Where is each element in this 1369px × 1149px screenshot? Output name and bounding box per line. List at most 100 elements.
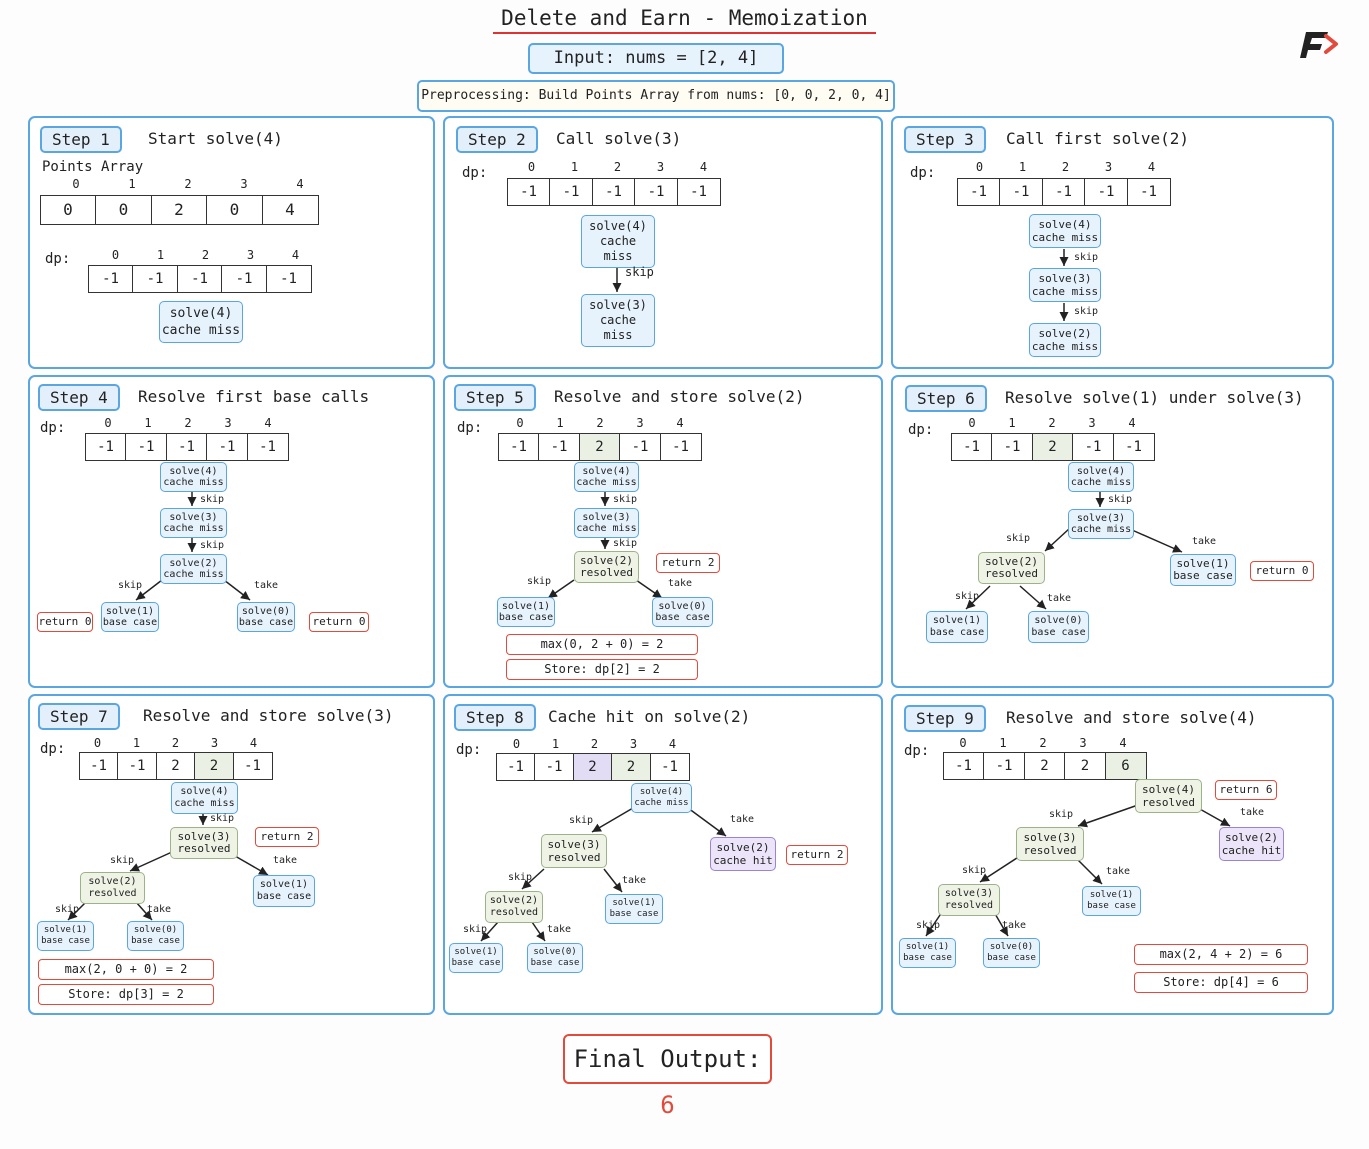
edge-label: skip — [110, 855, 135, 866]
tree-node: solve(3)cache miss — [1029, 268, 1101, 302]
edge-label: skip — [613, 538, 638, 549]
final-output-label: Final Output: — [573, 1045, 762, 1073]
tree-node: solve(3)cache miss — [581, 294, 655, 347]
return-badge: return 2 — [656, 553, 720, 573]
final-output-value: 6 — [660, 1091, 675, 1119]
edge-label: take — [1192, 536, 1217, 547]
step-heading: Resolve and store solve(4) — [1006, 708, 1257, 727]
tree-node: solve(3)resolved — [170, 827, 238, 859]
edge-label: skip — [1049, 809, 1074, 820]
tree-node: solve(4)cache miss — [631, 783, 692, 813]
step-tag: Step 2 — [456, 126, 538, 153]
edge-label: skip — [210, 813, 235, 824]
return-badge: return 0 — [1250, 561, 1314, 581]
dp-label: dp: — [904, 743, 930, 759]
tree-node: solve(2)resolved — [978, 552, 1045, 584]
calc-box: Store: dp[4] = 6 — [1134, 972, 1308, 993]
calc-box: Store: dp[2] = 2 — [506, 659, 698, 680]
calc-box: max(0, 2 + 0) = 2 — [506, 634, 698, 655]
tree-node: solve(0)base case — [983, 938, 1040, 968]
edge-label: take — [1047, 593, 1072, 604]
step-heading: Resolve first base calls — [138, 387, 370, 406]
dp-label: dp: — [45, 251, 71, 267]
calc-box: max(2, 4 + 2) = 6 — [1134, 944, 1308, 965]
step-heading: Resolve and store solve(2) — [554, 387, 805, 406]
tree-node: solve(1)base case — [1170, 554, 1236, 586]
tree-node: solve(1)base case — [37, 921, 94, 951]
brand-logo-icon — [1300, 32, 1338, 58]
tree-node: solve(0)base case — [127, 921, 184, 951]
edge-label: skip — [463, 924, 488, 935]
tree-node: solve(3)resolved — [938, 884, 1000, 916]
edge-label: skip — [55, 904, 80, 915]
calc-box: max(2, 0 + 0) = 2 — [38, 959, 214, 980]
tree-node: solve(4)cache miss — [160, 462, 227, 492]
points-array-label: Points Array — [42, 159, 144, 175]
tree-node: solve(2)cache hit — [710, 837, 776, 871]
edge-label: take — [547, 924, 572, 935]
dp-label: dp: — [456, 742, 482, 758]
edge-label: take — [273, 855, 298, 866]
edge-label: skip — [1074, 306, 1099, 317]
edge-label: take — [1240, 807, 1265, 818]
return-badge: return 2 — [255, 827, 319, 847]
dp-label: dp: — [457, 420, 483, 436]
edge-label: take — [730, 814, 755, 825]
preprocessing-label: Preprocessing: Build Points Array from n… — [417, 80, 895, 112]
tree-node: solve(2)resolved — [80, 872, 145, 904]
tree-node: solve(4)cache miss — [159, 301, 243, 343]
edge-label: skip — [118, 580, 143, 591]
step-2-panel — [443, 116, 883, 369]
tree-node: solve(2)resolved — [574, 551, 639, 583]
edge-label: skip — [508, 872, 533, 883]
return-badge: return 0 — [37, 612, 93, 632]
tree-node: solve(3)resolved — [541, 834, 607, 868]
return-badge: return 0 — [309, 612, 369, 632]
edge-label: take — [254, 580, 279, 591]
tree-node: solve(1)base case — [926, 611, 988, 643]
edge-label: take — [1106, 866, 1131, 877]
tree-node: solve(1)base case — [449, 943, 503, 973]
tree-node: solve(0)base case — [1028, 611, 1089, 643]
edge-label: skip — [527, 576, 552, 587]
tree-node: solve(1)base case — [1082, 886, 1141, 916]
final-output: Final Output: 6 — [563, 1034, 772, 1119]
tree-node: solve(3)cache miss — [574, 508, 639, 538]
tree-node: solve(1)base case — [605, 894, 663, 924]
dp-array: -1-1-1-1-1 — [956, 178, 1171, 206]
step-heading: Call solve(3) — [556, 129, 682, 148]
tree-node: solve(3)cache miss — [1068, 509, 1134, 539]
tree-node: solve(3)cache miss — [160, 508, 227, 538]
step-4-panel — [28, 375, 435, 688]
edge-label: skip — [613, 494, 638, 505]
step-tag: Step 4 — [38, 384, 120, 411]
edge-label: skip — [916, 920, 941, 931]
tree-node: solve(1)base case — [101, 602, 159, 632]
tree-node: solve(0)base case — [652, 597, 713, 627]
tree-node: solve(3)resolved — [1016, 827, 1084, 861]
step-tag: Step 7 — [38, 703, 120, 730]
step-heading: Resolve solve(1) under solve(3) — [1005, 388, 1304, 407]
dp-array: -1-1-1-1-1 — [87, 265, 312, 293]
dp-array: -1-1-1-1-1 — [84, 433, 289, 461]
edge-label: take — [622, 875, 647, 886]
tree-node: solve(0)base case — [527, 943, 583, 973]
tree-node: solve(2)cache miss — [160, 554, 227, 584]
edge-label: take — [147, 904, 172, 915]
tree-node: solve(2)resolved — [485, 891, 543, 923]
edge-label: skip — [1006, 533, 1031, 544]
edge-label: skip — [200, 494, 225, 505]
input-label: Input: nums = [2, 4] — [528, 43, 784, 74]
edge-label: skip — [200, 540, 225, 551]
edge-label: skip — [962, 865, 987, 876]
edge-label: skip — [1074, 252, 1099, 263]
